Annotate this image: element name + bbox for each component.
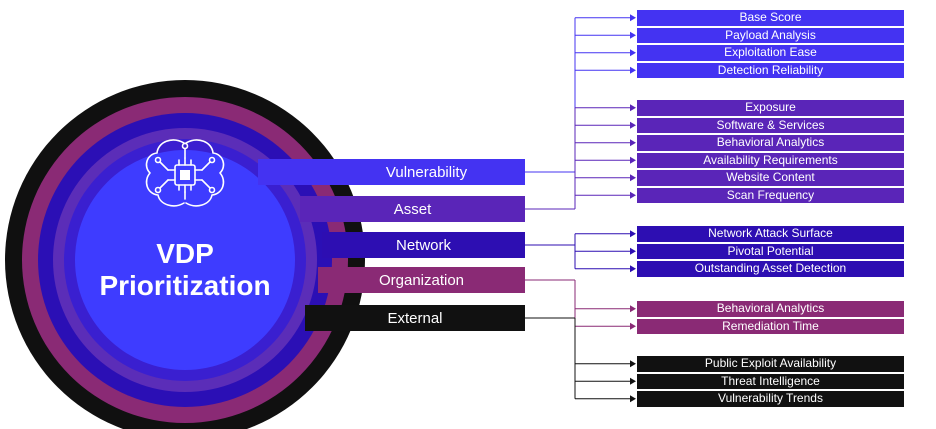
connector-network-arrow-1: [630, 247, 636, 255]
category-label-asset: Asset: [393, 200, 432, 218]
connector-lines: [525, 14, 636, 403]
item-external-1: Threat Intelligence: [637, 373, 904, 389]
category-band-organization: Organization: [318, 267, 525, 293]
item-network-1: Pivotal Potential: [637, 243, 904, 259]
item-organization-0: Behavioral Analytics: [637, 301, 904, 317]
connector-asset-arrow-4: [630, 174, 636, 182]
connector-asset-arrow-5: [630, 191, 636, 199]
connector-organization-arrow-0: [630, 305, 636, 313]
connector-external-arrow-2: [630, 395, 636, 403]
diagram-title: VDP Prioritization: [95, 238, 275, 302]
item-vulnerability-3: Detection Reliability: [637, 62, 904, 78]
connector-asset-arrow-3: [630, 156, 636, 164]
connector-external-arrow-0: [630, 360, 636, 368]
item-network-0: Network Attack Surface: [637, 226, 904, 242]
connector-vulnerability-arrow-2: [630, 49, 636, 57]
connector-asset-arrow-1: [630, 121, 636, 129]
category-label-network: Network: [395, 236, 451, 254]
category-band-network: Network: [322, 232, 525, 258]
connector-vulnerability-arrow-1: [630, 31, 636, 39]
category-band-vulnerability: Vulnerability: [258, 159, 525, 185]
connector-vulnerability-arrow-0: [630, 14, 636, 22]
circle-core: [75, 150, 295, 370]
title-line-1: VDP: [156, 238, 214, 269]
connector-network-arrow-0: [630, 230, 636, 238]
item-external-0: Public Exploit Availability: [637, 356, 904, 372]
connector-vulnerability-arrow-3: [630, 66, 636, 74]
connector-external-arrow-1: [630, 377, 636, 385]
connector-asset-arrow-2: [630, 139, 636, 147]
item-asset-2: Behavioral Analytics: [637, 135, 904, 151]
connector-asset-arrow-0: [630, 104, 636, 112]
item-asset-0: Exposure: [637, 100, 904, 116]
title-line-2: Prioritization: [99, 270, 271, 301]
category-label-external: External: [387, 309, 443, 327]
connector-organization-arrow-1: [630, 322, 636, 330]
item-vulnerability-1: Payload Analysis: [637, 27, 904, 43]
item-asset-1: Software & Services: [637, 117, 904, 133]
item-asset-5: Scan Frequency: [637, 187, 904, 203]
category-band-external: External: [305, 305, 525, 331]
item-asset-4: Website Content: [637, 170, 904, 186]
item-network-2: Outstanding Asset Detection: [637, 261, 904, 277]
item-organization-1: Remediation Time: [637, 318, 904, 334]
item-vulnerability-0: Base Score: [637, 10, 904, 26]
connector-network-arrow-2: [630, 265, 636, 273]
brain-chip-icon: [145, 139, 225, 207]
category-label-organization: Organization: [378, 271, 465, 289]
item-external-2: Vulnerability Trends: [637, 391, 904, 407]
category-label-vulnerability: Vulnerability: [385, 163, 468, 181]
category-band-asset: Asset: [300, 196, 525, 222]
item-asset-3: Availability Requirements: [637, 152, 904, 168]
item-vulnerability-2: Exploitation Ease: [637, 45, 904, 61]
